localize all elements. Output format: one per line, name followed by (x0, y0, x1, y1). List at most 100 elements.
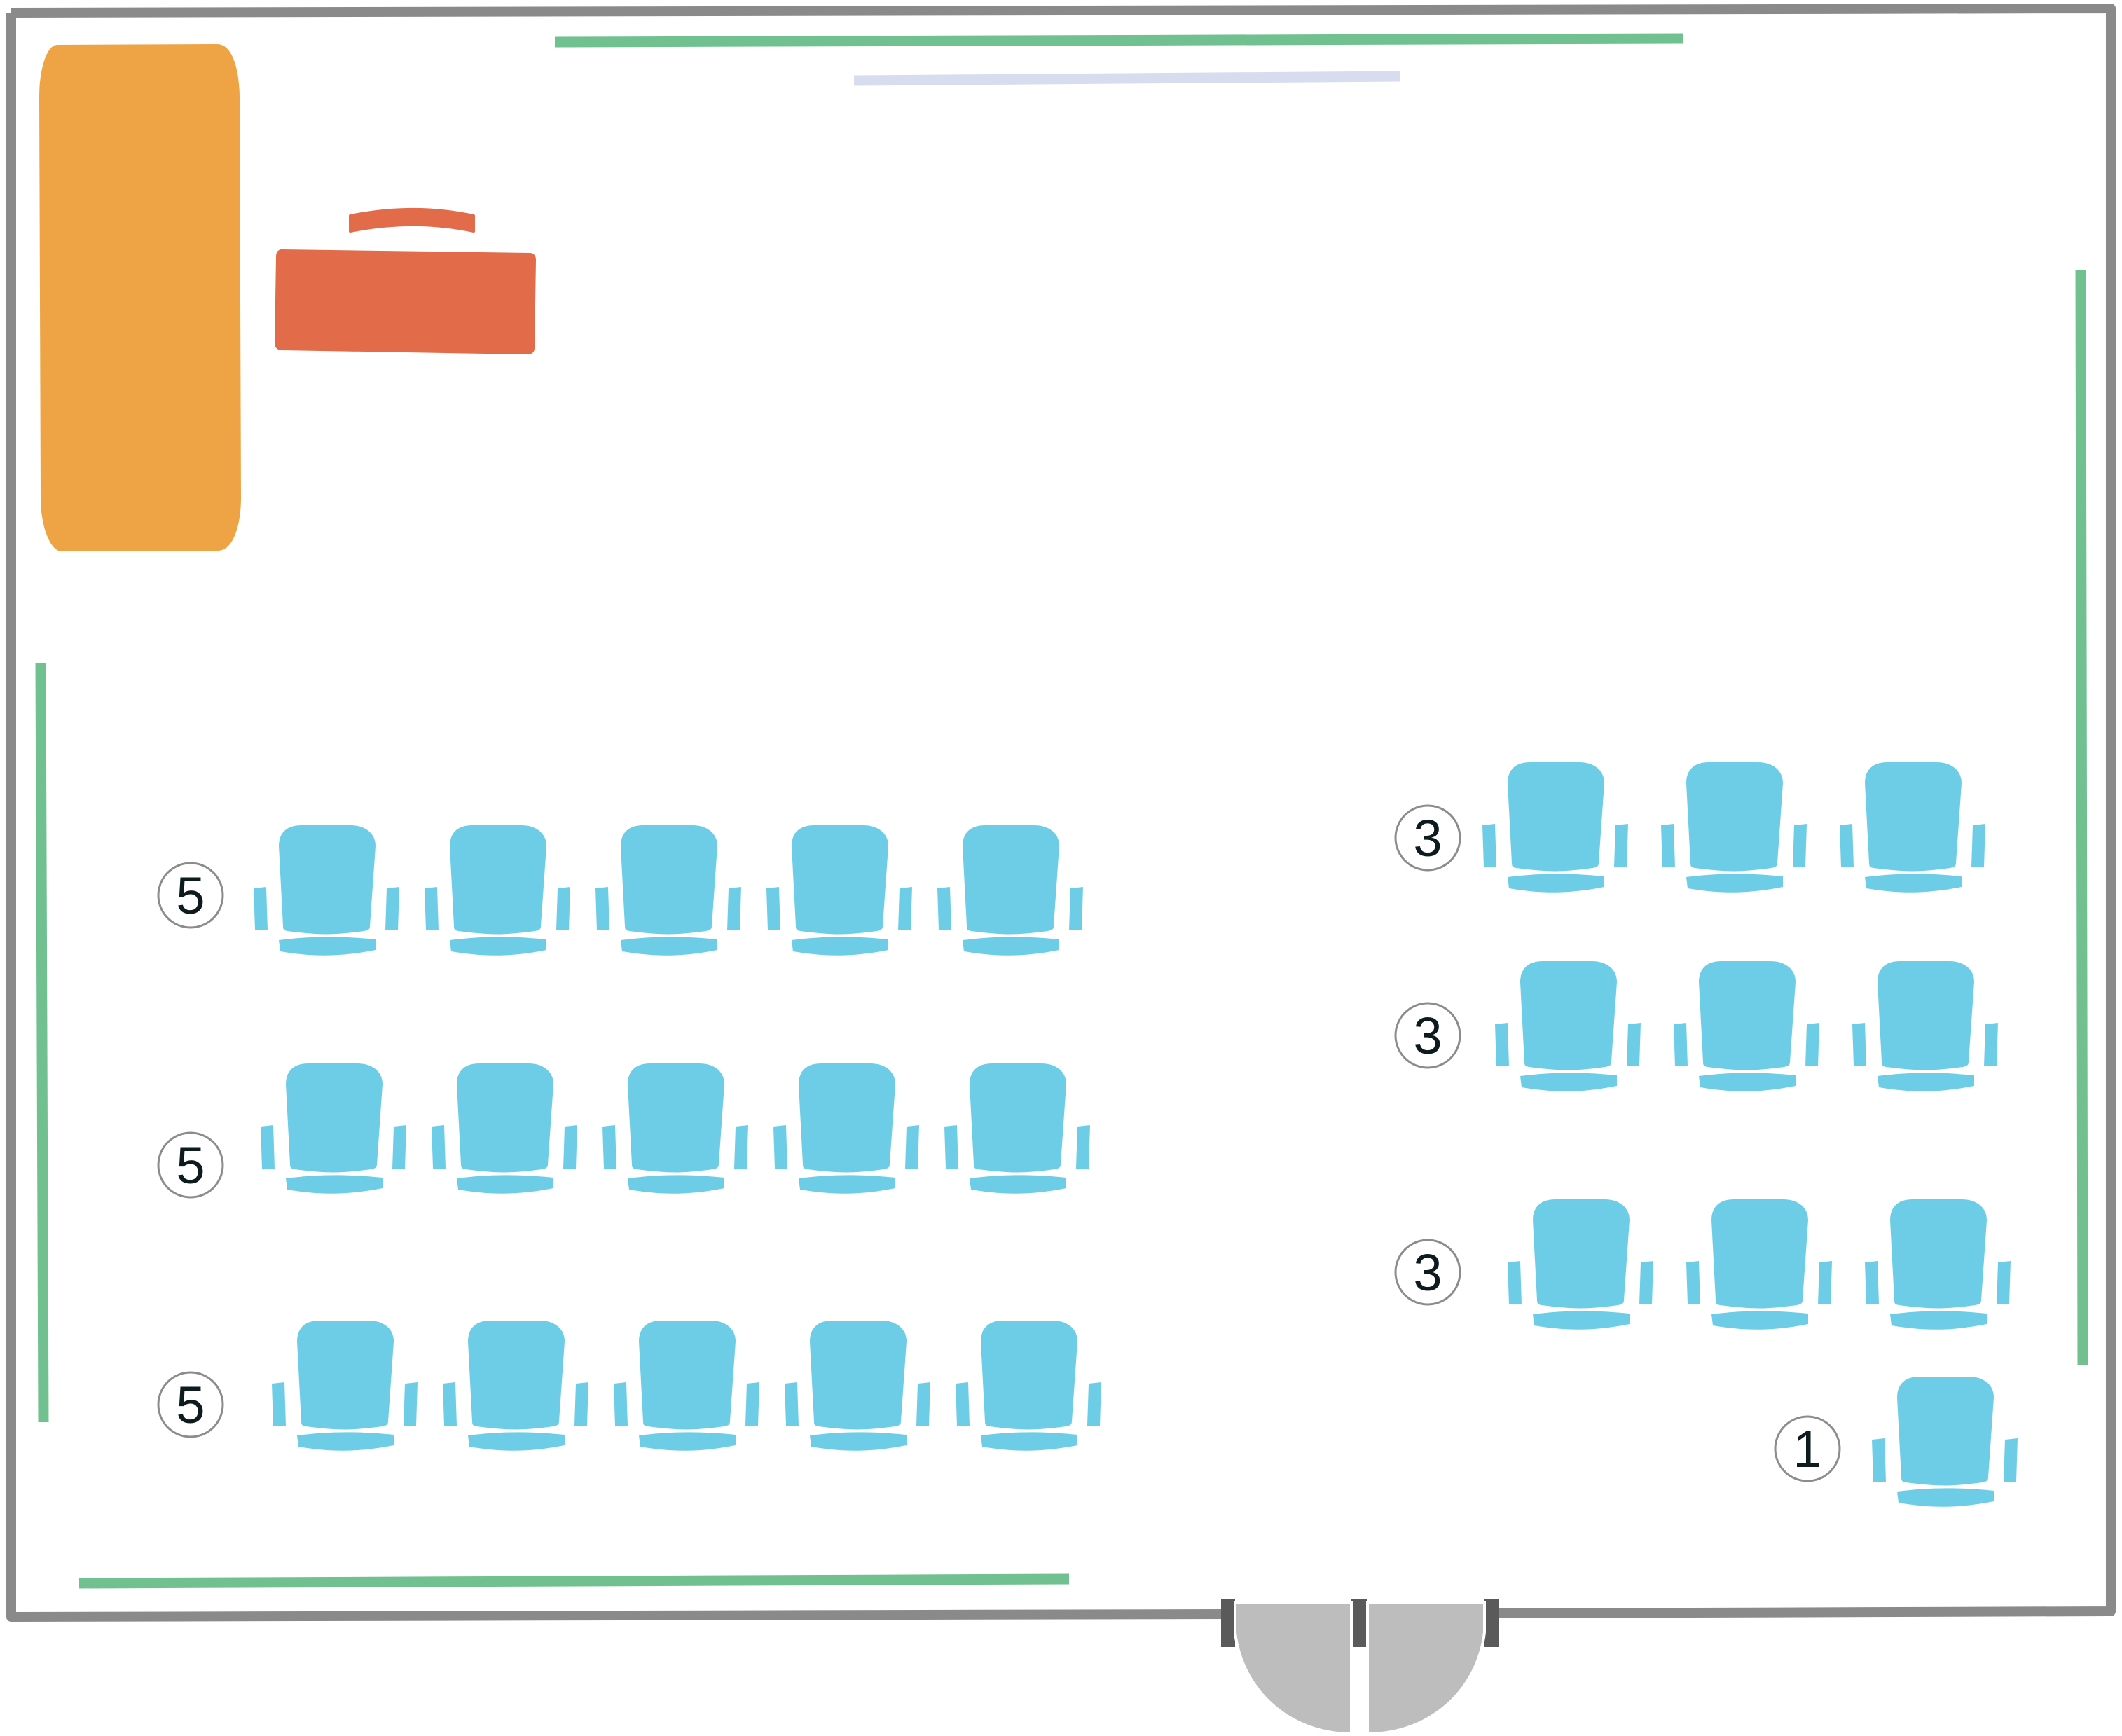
chair-back (624, 1061, 728, 1176)
theater-chair-icon[interactable] (1661, 759, 1807, 893)
theater-chair-icon[interactable] (937, 822, 1083, 956)
theater-chair-icon[interactable] (595, 822, 741, 956)
theater-chair-icon[interactable] (944, 1061, 1090, 1194)
chair-seat-front (970, 1175, 1066, 1194)
chair-seat-front (286, 1175, 383, 1194)
row-count-badge (157, 1131, 224, 1199)
chair-seat-front (628, 1175, 724, 1194)
presenter-table-icon (275, 208, 536, 354)
theater-chair-icon[interactable] (1495, 958, 1641, 1091)
theater-chair-icon[interactable] (1674, 958, 1819, 1091)
wall-panel-bottom (78, 1573, 1070, 1589)
chair-armrest-left (1661, 824, 1675, 867)
chair-seat-front (639, 1432, 736, 1451)
chair-armrest-right (745, 1382, 759, 1426)
wall-panel-top (554, 33, 1683, 48)
chair-armrest-right (1805, 1023, 1819, 1066)
chair-armrest-right (1076, 1125, 1090, 1169)
theater-chair-icon[interactable] (425, 822, 570, 956)
theater-chair-icon[interactable] (432, 1061, 577, 1194)
chair-back (1708, 1197, 1812, 1311)
chair-armrest-right (563, 1125, 577, 1169)
row-count-label: 5 (176, 867, 205, 925)
theater-chair-icon[interactable] (956, 1318, 1101, 1451)
theater-chair-icon[interactable] (602, 1061, 748, 1194)
chair-armrest-right (905, 1125, 919, 1169)
seat-row-left-row-3: 5 (157, 1318, 1101, 1451)
chair-armrest-left (254, 887, 268, 930)
chair-back (959, 822, 1063, 937)
chair-armrest-right (392, 1125, 406, 1169)
chair-armrest-left (956, 1382, 970, 1426)
chair-back (275, 822, 379, 937)
chair-seat-front (1890, 1311, 1987, 1330)
theater-chair-icon[interactable] (254, 822, 399, 956)
chair-armrest-right (1971, 824, 1985, 867)
row-count-badge (1394, 804, 1461, 872)
theater-chair-icon[interactable] (1840, 759, 1985, 893)
chair-back (1887, 1197, 1990, 1311)
seat-row-left-row-1: 5 (157, 822, 1083, 956)
chair-armrest-left (1865, 1261, 1879, 1304)
chair-armrest-right (1639, 1261, 1653, 1304)
chair-armrest-left (1495, 1023, 1509, 1066)
chair-seat-front (1865, 874, 1962, 893)
row-count-badge (157, 862, 224, 929)
chair-armrest-left (602, 1125, 616, 1169)
chair-armrest-left (773, 1125, 787, 1169)
theater-chair-icon[interactable] (614, 1318, 759, 1451)
chair-armrest-right (556, 887, 570, 930)
chair-armrest-left (937, 887, 951, 930)
chair-back (1683, 759, 1786, 874)
door-leaf-right[interactable] (1366, 1601, 1486, 1736)
chair-seat-front (1533, 1311, 1630, 1330)
row-count-label: 3 (1413, 1244, 1442, 1302)
double-door-icon (1221, 1599, 1499, 1736)
chair-armrest-right (1984, 1023, 1998, 1066)
chair-back (464, 1318, 568, 1433)
chair-back (1504, 759, 1608, 874)
chair-armrest-left (1872, 1438, 1886, 1482)
chair-armrest-left (432, 1125, 446, 1169)
chair-armrest-right (898, 887, 912, 930)
row-count-label: 3 (1413, 1007, 1442, 1065)
row-count-badge (1394, 1002, 1461, 1069)
chair-back (806, 1318, 910, 1433)
chair-back (788, 822, 892, 937)
theater-chair-icon[interactable] (766, 822, 912, 956)
chair-armrest-left (1482, 824, 1496, 867)
row-count-label: 3 (1413, 809, 1442, 867)
chair-armrest-left (1508, 1261, 1522, 1304)
door-frame-left (1221, 1599, 1235, 1647)
chair-seat-front (1508, 874, 1604, 893)
stage-platform-icon (39, 44, 241, 551)
theater-chair-icon[interactable] (773, 1061, 919, 1194)
theater-chair-icon[interactable] (443, 1318, 588, 1451)
door-leaf-left[interactable] (1234, 1601, 1353, 1736)
chair-back (294, 1318, 397, 1433)
chair-back (977, 1318, 1081, 1433)
theater-chair-icon[interactable] (261, 1061, 406, 1194)
theater-chair-icon[interactable] (1865, 1197, 2011, 1330)
chair-armrest-right (1087, 1382, 1101, 1426)
chair-armrest-right (916, 1382, 930, 1426)
chair-back (795, 1061, 899, 1176)
chair-armrest-right (385, 887, 399, 930)
chair-armrest-right (1997, 1261, 2011, 1304)
theater-chair-icon[interactable] (785, 1318, 930, 1451)
theater-chair-icon[interactable] (1852, 958, 1998, 1091)
chair-armrest-right (734, 1125, 748, 1169)
theater-chair-icon[interactable] (272, 1318, 418, 1451)
chair-seat-front (1520, 1073, 1617, 1091)
seat-row-left-row-2: 5 (157, 1061, 1090, 1199)
theater-chair-icon[interactable] (1482, 759, 1628, 893)
projection-screen (853, 71, 1400, 86)
chair-armrest-left (1686, 1261, 1700, 1304)
chair-back (282, 1061, 386, 1176)
chair-back (966, 1061, 1070, 1176)
theater-chair-icon[interactable] (1872, 1374, 2018, 1507)
theater-chair-icon[interactable] (1508, 1197, 1653, 1330)
theater-chair-icon[interactable] (1686, 1197, 1832, 1330)
door-frame-center (1351, 1599, 1367, 1647)
chair-seat-front (799, 1175, 895, 1194)
